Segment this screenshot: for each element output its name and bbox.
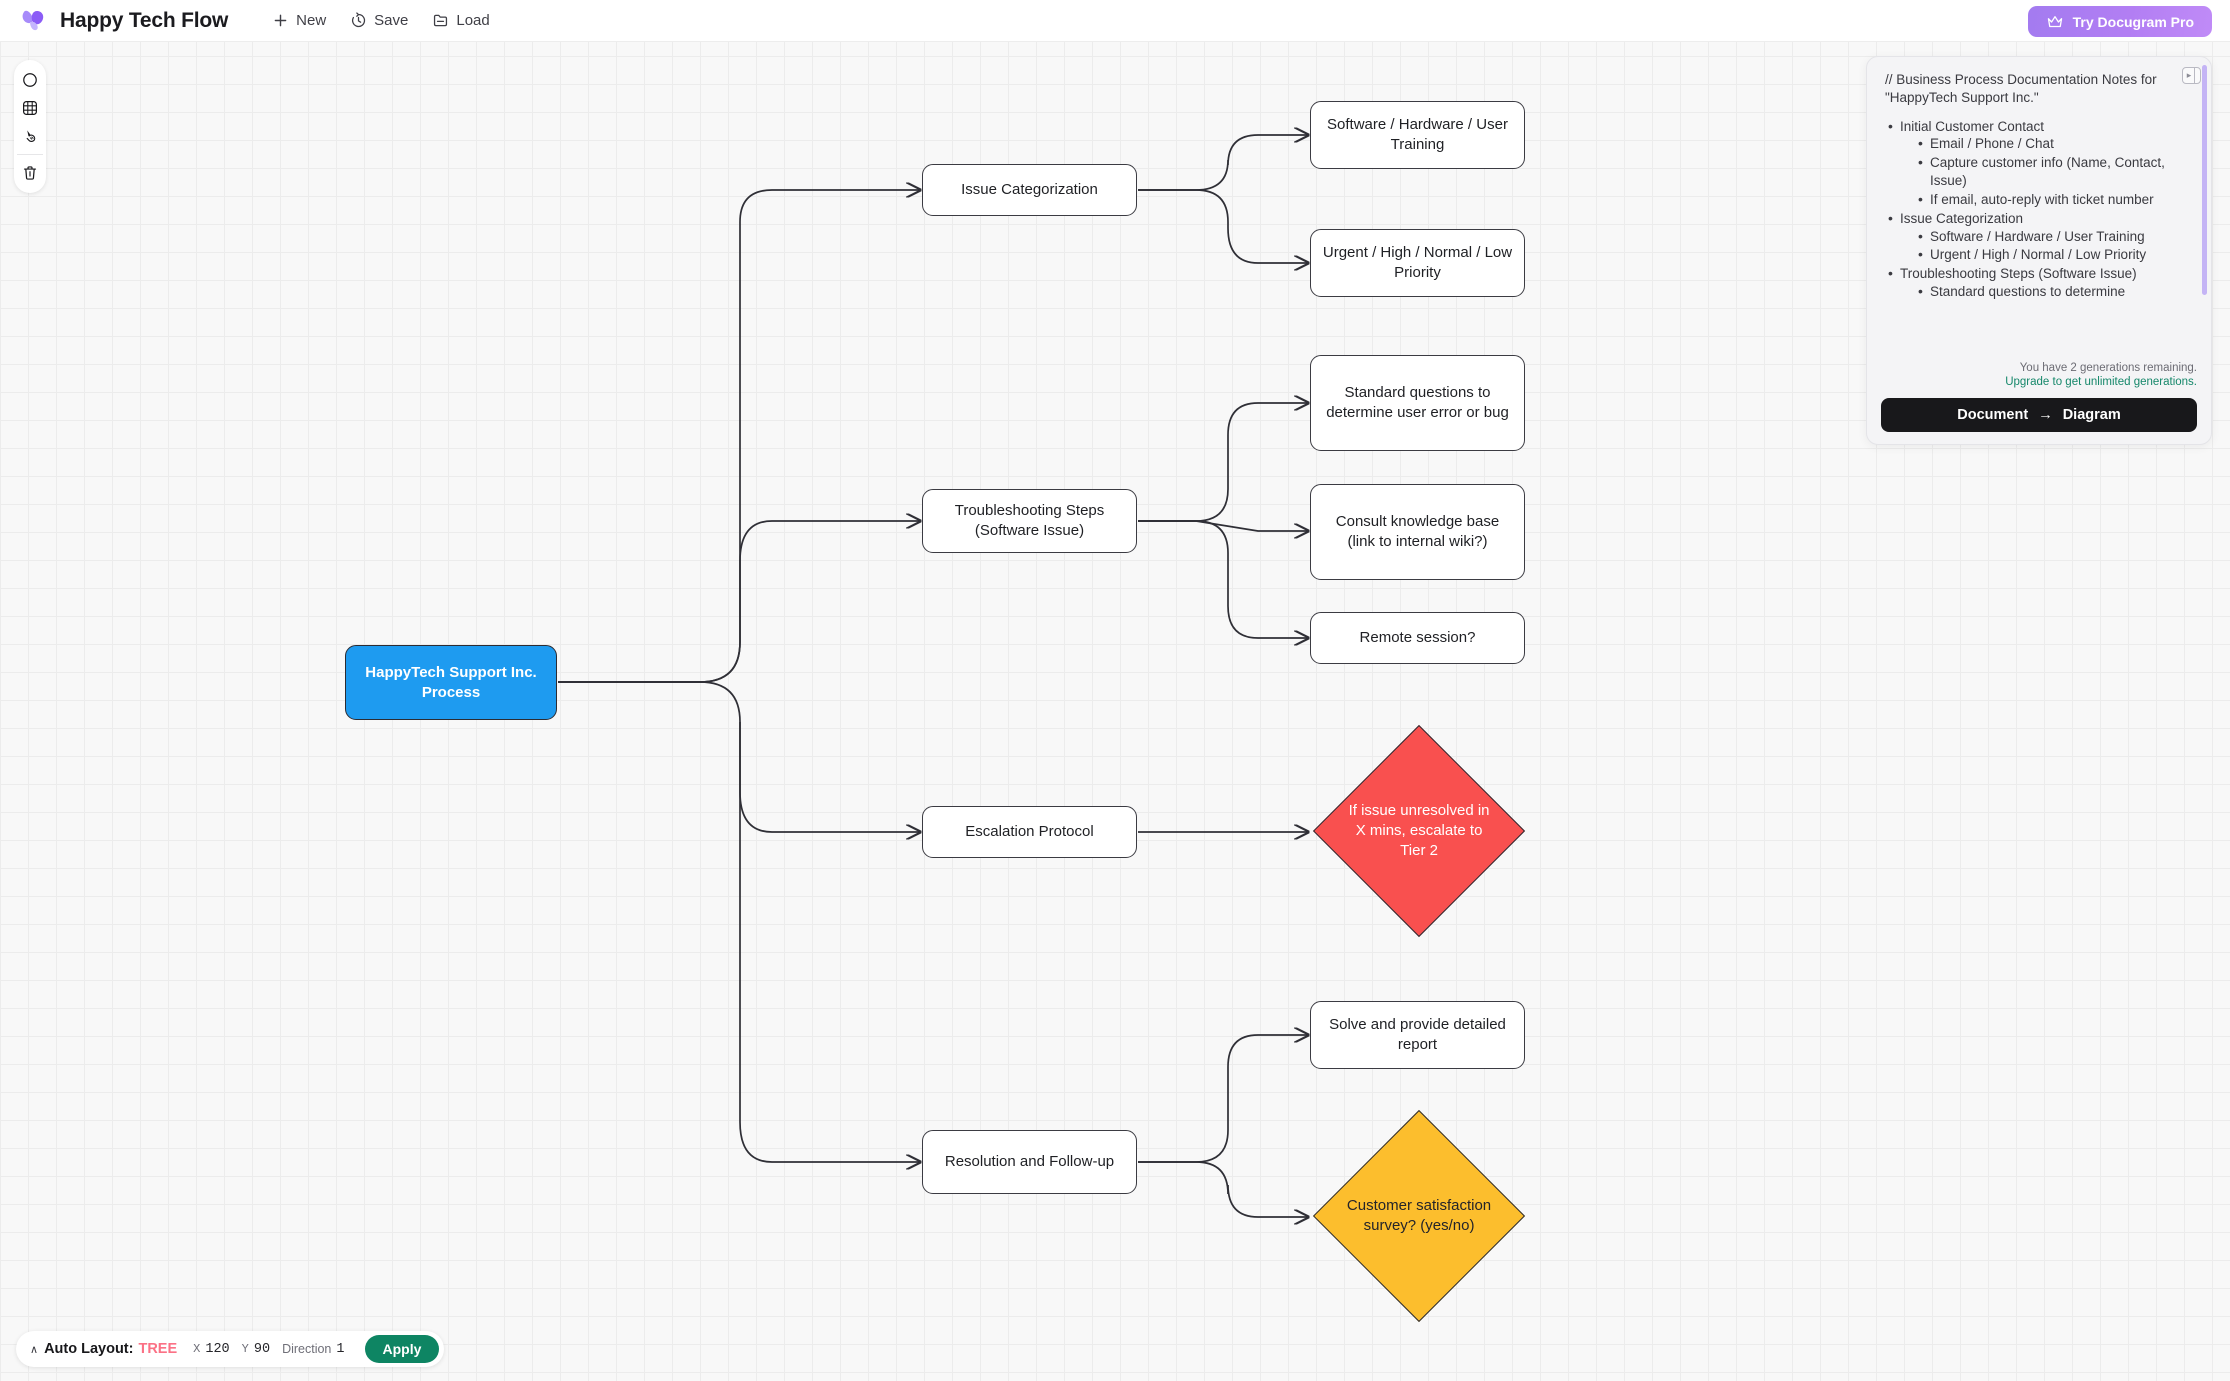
outline-sublist: Email / Phone / Chat Capture customer in… — [1915, 134, 2193, 209]
collapse-divider — [2193, 68, 2195, 83]
delete-tool[interactable] — [14, 159, 46, 187]
butterfly-logo-icon — [22, 10, 44, 30]
outline-subitem: Urgent / High / Normal / Low Priority — [1915, 245, 2193, 264]
node-issue-categorization[interactable]: Issue Categorization — [922, 164, 1137, 216]
outline-label: Issue Categorization — [1900, 210, 2024, 226]
app-title: Happy Tech Flow — [60, 8, 229, 32]
node-troubleshooting-steps[interactable]: Troubleshooting Steps (Software Issue) — [922, 489, 1137, 553]
node-standard-questions[interactable]: Standard questions to determine user err… — [1310, 355, 1525, 451]
folder-icon — [434, 14, 448, 27]
node-label: Resolution and Follow-up — [944, 1153, 1115, 1171]
panel-collapse-icon[interactable]: ▸ — [2182, 67, 2201, 84]
plus-icon — [274, 14, 287, 27]
circle-icon — [23, 73, 37, 87]
tool-rail — [14, 60, 46, 193]
node-label: Standard questions to determine user err… — [1326, 384, 1509, 421]
tool-divider — [17, 154, 43, 155]
outline-item: Troubleshooting Steps (Software Issue) S… — [1885, 264, 2193, 301]
node-root-label: HappyTech Support Inc. Process — [365, 663, 537, 701]
menu-new[interactable]: New — [262, 7, 336, 34]
node-label: Solve and provide detailed report — [1329, 1016, 1506, 1053]
try-docugram-pro-button[interactable]: Try Docugram Pro — [2027, 6, 2212, 37]
notes-intro: // Business Process Documentation Notes … — [1885, 72, 2157, 105]
upgrade-link[interactable]: Upgrade to get unlimited generations. — [2005, 376, 2197, 388]
node-knowledge-base[interactable]: Consult knowledge base (link to internal… — [1310, 484, 1525, 580]
menu-load-label: Load — [456, 12, 490, 29]
node-label: Consult knowledge base (link to internal… — [1335, 513, 1500, 550]
outline-subitem: Software / Hardware / User Training — [1915, 227, 2193, 246]
auto-layout-direction-field[interactable]: Direction 1 — [282, 1342, 344, 1357]
node-label: Remote session? — [1359, 629, 1476, 647]
crown-icon — [2047, 15, 2062, 27]
node-root[interactable]: HappyTech Support Inc. Process — [345, 645, 557, 720]
auto-layout-bar: ∧ Auto Layout: TREE X 120 Y 90 Direction… — [16, 1331, 445, 1367]
node-label: If issue unresolved in X mins, escalate … — [1348, 802, 1490, 859]
apply-button[interactable]: Apply — [364, 1335, 440, 1363]
direction-value[interactable]: 1 — [336, 1341, 345, 1357]
arrow-right-icon: → — [2038, 407, 2053, 423]
hand-pointer-icon — [26, 130, 36, 142]
node-label: Escalation Protocol — [965, 823, 1094, 841]
menu-save[interactable]: Save — [340, 7, 418, 34]
notes-outline: Initial Customer Contact Email / Phone /… — [1885, 117, 2193, 301]
trash-icon — [23, 166, 37, 180]
doc-label: Document — [1957, 407, 2029, 423]
outline-subitem: Capture customer info (Name, Contact, Is… — [1915, 153, 2193, 190]
try-docugram-pro-label: Try Docugram Pro — [2072, 13, 2194, 30]
node-satisfaction-survey[interactable]: Customer satisfaction survey? (yes/no) — [1312, 1109, 1526, 1323]
grid-icon — [23, 101, 37, 115]
outline-subitem: Standard questions to determine — [1915, 282, 2193, 301]
outline-subitem: Email / Phone / Chat — [1915, 134, 2193, 153]
save-clock-icon — [352, 12, 366, 28]
node-priority[interactable]: Urgent / High / Normal / Low Priority — [1310, 229, 1525, 297]
node-solve-report[interactable]: Solve and provide detailed report — [1310, 1001, 1525, 1069]
menu-save-label: Save — [374, 12, 409, 29]
notes-body[interactable]: ▸ // Business Process Documentation Note… — [1867, 57, 2211, 362]
node-resolution-followup[interactable]: Resolution and Follow-up — [922, 1130, 1137, 1194]
node-escalate-tier2[interactable]: If issue unresolved in X mins, escalate … — [1312, 724, 1526, 938]
chevron-up-icon[interactable]: ∧ — [30, 1343, 39, 1356]
y-value[interactable]: 90 — [253, 1341, 271, 1357]
notes-panel: ▸ // Business Process Documentation Note… — [1866, 56, 2212, 445]
node-label: Customer satisfaction survey? (yes/no) — [1346, 1197, 1492, 1234]
outline-item: Issue Categorization Software / Hardware… — [1885, 209, 2193, 265]
node-escalate-tier2-wrap[interactable]: If issue unresolved in X mins, escalate … — [1311, 723, 1527, 939]
outline-label: Troubleshooting Steps (Software Issue) — [1900, 266, 2137, 282]
outline-sublist: Standard questions to determine — [1915, 282, 2193, 301]
node-software-hardware[interactable]: Software / Hardware / User Training — [1310, 101, 1525, 169]
app-toolbar: Happy Tech Flow New Save Load Try Docugr… — [0, 0, 2230, 42]
outline-sublist: Software / Hardware / User Training Urge… — [1915, 227, 2193, 265]
document-to-diagram-button[interactable]: Document → Diagram — [1881, 398, 2197, 432]
outline-item: Initial Customer Contact Email / Phone /… — [1885, 117, 2193, 209]
node-label: Urgent / High / Normal / Low Priority — [1322, 244, 1513, 281]
node-escalation-protocol[interactable]: Escalation Protocol — [922, 806, 1137, 858]
node-satisfaction-survey-wrap[interactable]: Customer satisfaction survey? (yes/no) — [1311, 1108, 1527, 1324]
generations-remaining: You have 2 generations remaining. — [2019, 362, 2197, 374]
outline-subitem: If email, auto-reply with ticket number — [1915, 190, 2193, 209]
x-value[interactable]: 120 — [205, 1341, 230, 1357]
notes-scrollbar[interactable] — [2202, 65, 2207, 295]
chevron-right-icon: ▸ — [2186, 70, 2192, 80]
menu-load[interactable]: Load — [422, 7, 499, 34]
auto-layout-y-field[interactable]: Y 90 — [242, 1342, 270, 1357]
node-label: Troubleshooting Steps (Software Issue) — [954, 502, 1105, 539]
pointer-tool[interactable] — [14, 122, 46, 150]
auto-layout-x-field[interactable]: X 120 — [193, 1342, 230, 1357]
auto-layout-mode[interactable]: TREE — [138, 1341, 178, 1357]
direction-key: Direction — [282, 1342, 332, 1356]
menu-new-label: New — [296, 12, 327, 29]
node-label: Software / Hardware / User Training — [1327, 116, 1508, 153]
node-label: Issue Categorization — [961, 181, 1098, 199]
shape-circle-tool[interactable] — [14, 66, 46, 94]
notes-footer: You have 2 generations remaining. Upgrad… — [1867, 362, 2211, 444]
node-remote-session[interactable]: Remote session? — [1310, 612, 1525, 664]
y-key: Y — [241, 1342, 249, 1356]
grid-tool[interactable] — [14, 94, 46, 122]
outline-label: Initial Customer Contact — [1900, 118, 2045, 134]
auto-layout-label: Auto Layout: — [44, 1341, 134, 1357]
x-key: X — [193, 1342, 201, 1356]
diagram-label: Diagram — [2062, 407, 2121, 423]
